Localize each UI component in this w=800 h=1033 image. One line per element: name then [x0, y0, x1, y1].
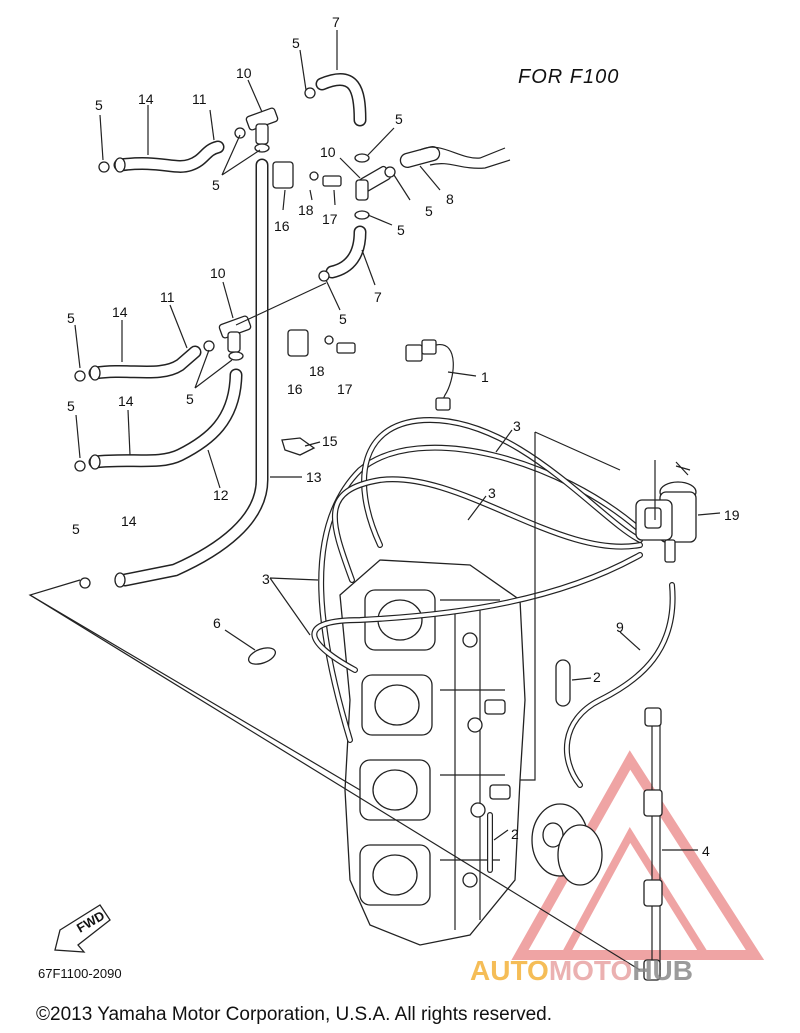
callout: 2 — [511, 826, 519, 842]
callout: 9 — [616, 619, 624, 635]
callout: 14 — [118, 393, 134, 409]
solenoid-valve-19 — [635, 461, 697, 563]
fwd-arrow-icon: FWD — [54, 904, 111, 953]
watermark-text: AUTOMOTOHUB — [470, 955, 693, 986]
callout: 17 — [322, 211, 338, 227]
wire-lead-1 — [405, 339, 454, 411]
model-note: FOR F100 — [518, 66, 619, 88]
callout: 5 — [339, 311, 347, 327]
callout: 18 — [309, 363, 325, 379]
callout: 16 — [274, 218, 290, 234]
callout: 11 — [192, 91, 207, 107]
callout: 1 — [481, 369, 489, 385]
callout: 7 — [374, 289, 382, 305]
callout: 14 — [138, 91, 154, 107]
callout: 5 — [395, 111, 403, 127]
callout: 17 — [337, 381, 353, 397]
callout: 15 — [322, 433, 338, 449]
callout: 5 — [95, 97, 103, 113]
hose-9 — [564, 582, 676, 788]
hose-3-group — [311, 417, 643, 743]
callout: 14 — [112, 304, 128, 320]
callout: 4 — [702, 843, 710, 859]
callout: 3 — [262, 571, 270, 587]
upper-hose-assembly — [74, 73, 511, 665]
callout: 5 — [212, 177, 220, 193]
callout: 5 — [425, 203, 433, 219]
callout: 19 — [724, 507, 740, 523]
watermark-part-c: HUB — [632, 955, 693, 986]
callout: 10 — [320, 144, 336, 160]
callout: 18 — [298, 202, 314, 218]
callout: 5 — [292, 35, 300, 51]
watermark-part-a: AUTO — [470, 955, 549, 986]
wire-harness-4 — [643, 707, 663, 981]
callout-labels: 7 5 10 11 14 5 5 5 10 5 8 5 7 5 18 17 16… — [67, 14, 740, 859]
callout: 11 — [160, 289, 175, 305]
copyright-notice: ©2013 Yamaha Motor Corporation, U.S.A. A… — [36, 1004, 552, 1025]
callout: 5 — [67, 398, 75, 414]
callout: 3 — [513, 418, 521, 434]
callout: 5 — [397, 222, 405, 238]
watermark-part-b: MOTO — [549, 955, 632, 986]
callout: 5 — [72, 521, 80, 537]
callout: 2 — [593, 669, 601, 685]
callout: 5 — [67, 310, 75, 326]
carburetor-assembly — [339, 559, 603, 946]
callout: 3 — [488, 485, 496, 501]
callout: 5 — [186, 391, 194, 407]
callout: 12 — [213, 487, 229, 503]
callout: 14 — [121, 513, 137, 529]
callout: 10 — [236, 65, 252, 81]
hose-2-upper — [555, 659, 571, 707]
callout: 10 — [210, 265, 226, 281]
leader-lines — [28, 30, 721, 971]
callout: 13 — [306, 469, 322, 485]
callout: 7 — [332, 14, 340, 30]
callout: 16 — [287, 381, 303, 397]
callout: 8 — [446, 191, 454, 207]
diagram-code: 67F1100-2090 — [38, 966, 122, 981]
callout: 6 — [213, 615, 221, 631]
